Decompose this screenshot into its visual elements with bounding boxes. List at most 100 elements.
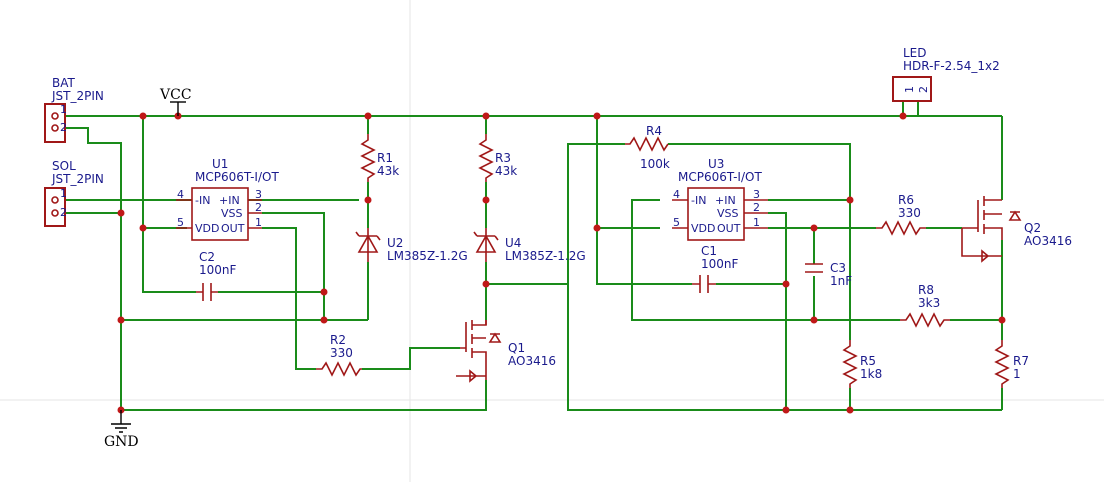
junction: [998, 316, 1006, 324]
svg-text:4: 4: [673, 188, 680, 201]
svg-text:C2: C2: [199, 250, 215, 264]
resistor-r8[interactable]: R8 3k3: [900, 283, 950, 328]
u3-ref: U3: [708, 157, 724, 171]
svg-text:Q2: Q2: [1024, 221, 1041, 235]
svg-text:-IN: -IN: [691, 194, 706, 207]
u1-ref: U1: [212, 157, 228, 171]
junction: [782, 280, 790, 288]
svg-text:LM385Z-1.2G: LM385Z-1.2G: [387, 249, 468, 263]
resistor-r1[interactable]: R1 43k: [360, 134, 399, 182]
mosfet-q1[interactable]: Q1 AO3416: [456, 320, 556, 383]
svg-text:43k: 43k: [495, 164, 517, 178]
svg-text:U2: U2: [387, 236, 403, 250]
led-value: HDR-F-2.54_1x2: [903, 59, 1000, 73]
svg-text:330: 330: [330, 346, 353, 360]
capacitor-c2[interactable]: C2 100nF: [196, 250, 237, 301]
svg-text:2: 2: [753, 201, 760, 214]
svg-text:1nF: 1nF: [830, 274, 852, 288]
svg-text:5: 5: [673, 216, 680, 229]
zener-u4[interactable]: U4 LM385Z-1.2G: [473, 228, 586, 263]
svg-text:VDD: VDD: [195, 222, 219, 235]
junction: [899, 112, 907, 120]
svg-text:C1: C1: [701, 244, 717, 258]
resistor-r2[interactable]: R2 330: [316, 333, 362, 377]
junction: [139, 224, 147, 232]
svg-text:VSS: VSS: [717, 207, 739, 220]
svg-text:3: 3: [753, 188, 760, 201]
svg-text:R2: R2: [330, 333, 346, 347]
junction: [482, 280, 490, 288]
junction: [593, 224, 601, 232]
wires: [65, 101, 1003, 411]
junctions: [117, 112, 1006, 414]
junction: [117, 209, 125, 217]
junction: [846, 196, 854, 204]
vcc-net[interactable]: VCC: [159, 87, 192, 116]
svg-text:R3: R3: [495, 151, 511, 165]
led-ref: LED: [903, 46, 927, 60]
svg-text:1: 1: [903, 86, 916, 93]
gnd-label: GND: [104, 434, 139, 450]
svg-text:3: 3: [255, 188, 262, 201]
opamp-u3[interactable]: -IN +IN VSS VDD OUT 4 5 3 2 1 U3 MCP606T…: [672, 157, 768, 241]
svg-text:100nF: 100nF: [199, 263, 237, 277]
svg-text:OUT: OUT: [717, 222, 741, 235]
led-connector[interactable]: 1 2 LED HDR-F-2.54_1x2: [892, 46, 1000, 102]
svg-text:+IN: +IN: [219, 194, 240, 207]
svg-text:1: 1: [255, 216, 262, 229]
junction: [364, 112, 372, 120]
svg-text:VSS: VSS: [221, 207, 243, 220]
svg-text:2: 2: [60, 121, 67, 134]
svg-text:R8: R8: [918, 283, 934, 297]
svg-text:1: 1: [1013, 367, 1021, 381]
mosfet-q2[interactable]: Q2 AO3416: [961, 196, 1072, 263]
svg-text:R4: R4: [646, 124, 662, 138]
svg-text:LM385Z-1.2G: LM385Z-1.2G: [505, 249, 586, 263]
u1-value: MCP606T-I/OT: [195, 170, 279, 184]
svg-text:1: 1: [753, 216, 760, 229]
svg-text:4: 4: [177, 188, 184, 201]
svg-text:-IN: -IN: [195, 194, 210, 207]
capacitor-c1[interactable]: C1 100nF: [692, 244, 739, 293]
u3-value: MCP606T-I/OT: [678, 170, 762, 184]
svg-text:2: 2: [60, 206, 67, 219]
svg-text:R7: R7: [1013, 354, 1029, 368]
svg-text:100k: 100k: [640, 157, 670, 171]
svg-text:C3: C3: [830, 261, 846, 275]
bat-value: JST_2PIN: [51, 89, 104, 103]
zener-u2[interactable]: U2 LM385Z-1.2G: [355, 228, 468, 263]
resistor-r3[interactable]: R3 43k: [478, 134, 517, 182]
junction: [482, 196, 490, 204]
junction: [139, 112, 147, 120]
junction: [320, 316, 328, 324]
bat-connector[interactable]: 1 2 BAT JST_2PIN: [44, 76, 104, 143]
junction: [482, 112, 490, 120]
svg-text:OUT: OUT: [221, 222, 245, 235]
svg-text:Q1: Q1: [508, 341, 525, 355]
resistor-r6[interactable]: R6 330: [876, 193, 926, 236]
opamp-u1[interactable]: -IN +IN VSS VDD OUT 4 5 3 2 1 U1 MCP606T…: [176, 157, 279, 241]
sol-value: JST_2PIN: [51, 172, 104, 186]
svg-text:R6: R6: [898, 193, 914, 207]
svg-text:5: 5: [177, 216, 184, 229]
svg-text:AO3416: AO3416: [1024, 234, 1072, 248]
svg-text:+IN: +IN: [715, 194, 736, 207]
svg-text:R1: R1: [377, 151, 393, 165]
sol-ref: SOL: [52, 159, 76, 173]
svg-text:1k8: 1k8: [860, 367, 882, 381]
svg-text:VDD: VDD: [691, 222, 715, 235]
svg-text:AO3416: AO3416: [508, 354, 556, 368]
svg-text:1: 1: [60, 103, 67, 116]
gnd-net[interactable]: GND: [104, 410, 139, 450]
junction: [593, 112, 601, 120]
resistor-r4[interactable]: R4 100k: [625, 124, 670, 171]
sol-connector[interactable]: 1 2 SOL JST_2PIN: [44, 159, 104, 227]
junction: [810, 224, 818, 232]
resistor-r5[interactable]: R5 1k8: [842, 340, 882, 388]
resistor-r7[interactable]: R7 1: [994, 340, 1029, 388]
capacitor-c3[interactable]: C3 1nF: [805, 261, 852, 288]
junction: [810, 316, 818, 324]
svg-text:100nF: 100nF: [701, 257, 739, 271]
svg-text:U4: U4: [505, 236, 521, 250]
